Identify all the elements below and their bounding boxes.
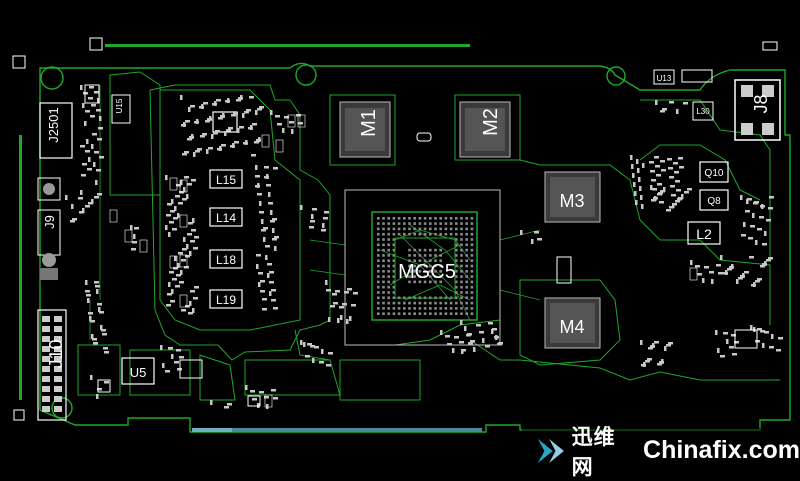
connector-j9	[37, 177, 61, 280]
edge-rails	[19, 44, 482, 432]
arrow-logo-icon	[537, 438, 564, 463]
label-m4: M4	[559, 317, 584, 337]
gpu-bga	[344, 189, 501, 346]
silkscreen-labels: M1 M2 M3 M4 MGC5 J8 J10 J9 J2501 L15 L14…	[42, 74, 771, 380]
label-m2: M2	[480, 108, 502, 136]
connector-j10	[37, 309, 67, 421]
label-q10: Q10	[705, 168, 724, 179]
label-u15: U15	[115, 98, 124, 113]
label-q8: Q8	[707, 196, 721, 207]
label-l2: L2	[696, 226, 712, 242]
misc-outlines	[12, 37, 778, 421]
memory-m4	[544, 297, 601, 349]
label-u13: U13	[657, 74, 672, 83]
connector-j2501	[39, 102, 73, 159]
label-m3: M3	[559, 191, 584, 211]
watermark-en: Chinafix.com	[643, 436, 800, 464]
label-j2501: J2501	[46, 107, 61, 142]
memory-m3	[544, 171, 601, 223]
label-gpu: MGC5	[398, 261, 456, 283]
label-l14: L14	[216, 211, 236, 225]
label-l19: L19	[216, 293, 236, 307]
watermark: 迅维网 Chinafix.com	[522, 425, 800, 479]
memory-m2	[459, 101, 511, 158]
label-l15: L15	[216, 173, 236, 187]
inductors	[121, 111, 721, 385]
label-j8: J8	[751, 94, 771, 113]
mosfets	[699, 161, 729, 211]
memory-m1	[339, 101, 391, 158]
board-outline	[39, 62, 791, 433]
label-m1: M1	[358, 109, 380, 137]
label-j10: J10	[46, 339, 66, 368]
label-u5: U5	[130, 365, 147, 380]
watermark-cn: 迅维网	[571, 424, 616, 479]
smd-components	[65, 85, 783, 409]
label-j9: J9	[42, 215, 57, 229]
connector-j8	[734, 79, 781, 141]
label-l30: L30	[696, 107, 710, 116]
label-l18: L18	[216, 253, 236, 267]
